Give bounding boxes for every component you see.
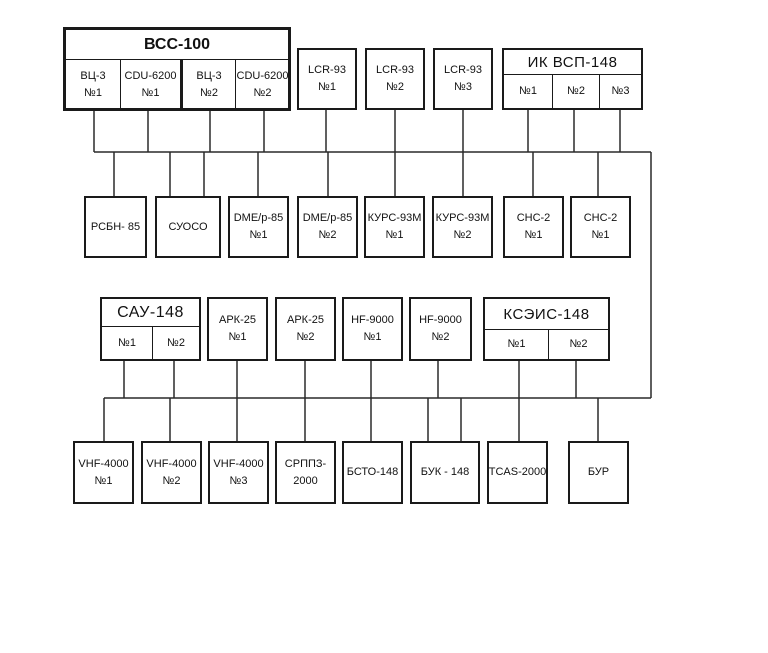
- sau-cell-1: №1: [118, 336, 136, 349]
- buk-148-block: БУК - 148: [410, 441, 480, 504]
- vss-100-title: ВСС-100: [143, 35, 211, 53]
- rsbn-85-block: РСБН- 85: [84, 196, 147, 258]
- sau-148-title: САУ-148: [117, 303, 184, 321]
- ik-cell-3: №3: [611, 85, 630, 97]
- bsto-148-block: БСТО-148: [342, 441, 403, 504]
- sau-148-block: САУ-148 №1 №2: [100, 297, 201, 361]
- srppz-2000-block: СРППЗ-2000: [275, 441, 336, 504]
- kseis-cell-2: №2: [569, 338, 588, 350]
- sau-cell-2: №2: [167, 336, 185, 349]
- kseis-148-title: КСЭИС-148: [503, 305, 590, 323]
- tcas-2000-block: TCAS-2000: [487, 441, 548, 504]
- ik-vsp-148-block: ИК ВСП-148 №1 №2 №3: [502, 48, 643, 110]
- ik-cell-1: №1: [519, 85, 537, 97]
- bur-block: БУР: [568, 441, 629, 504]
- ik-cell-2: №2: [567, 85, 585, 97]
- suoso-block: СУОСО: [155, 196, 221, 258]
- kseis-148-block: КСЭИС-148 №1 №2: [483, 297, 610, 361]
- kseis-cell-1: №1: [507, 338, 526, 350]
- ik-vsp-148-title: ИК ВСП-148: [527, 53, 618, 71]
